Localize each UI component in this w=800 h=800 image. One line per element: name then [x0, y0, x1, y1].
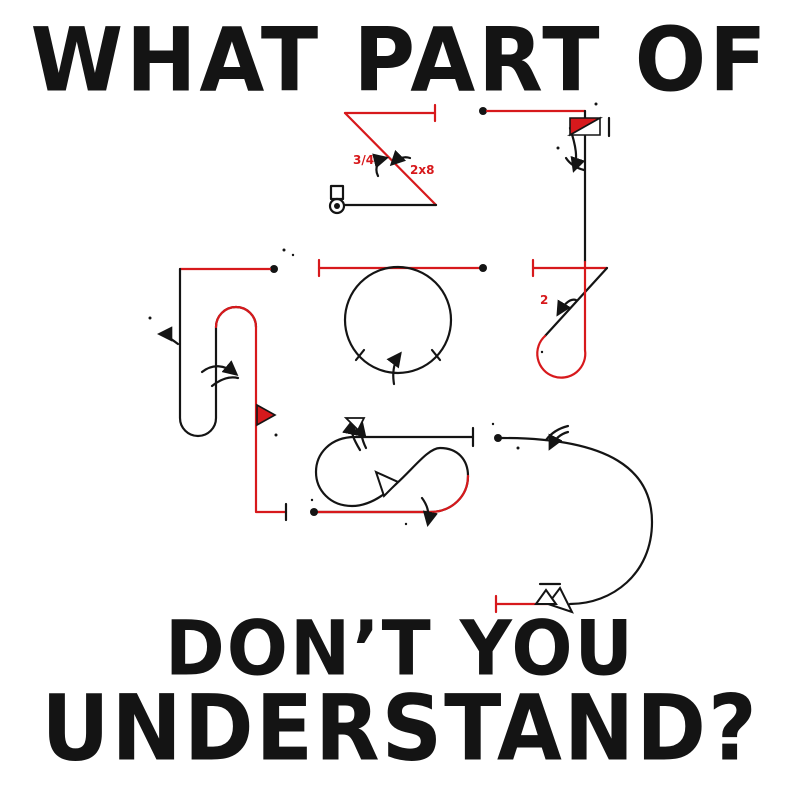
lumber-label: 2x8: [410, 163, 434, 177]
pennant-flag-icon: [566, 116, 604, 137]
scatter-dots: [148, 102, 598, 526]
circle-figure: [317, 258, 487, 386]
arc-figure: [494, 424, 654, 614]
pennant-flag-icon: [256, 403, 277, 427]
hook-icon: [328, 184, 346, 215]
hairpin-figure: [156, 265, 288, 522]
count-label: 2: [540, 293, 548, 307]
headline-bottom: UNDERSTAND?: [41, 675, 759, 781]
pulley-triangle-icon: [343, 417, 574, 614]
zigzag-figure: [328, 103, 438, 215]
figure-eight: [310, 418, 475, 528]
loop-two-figure: [531, 258, 609, 379]
headline-top: WHAT PART OF: [30, 8, 770, 112]
angle-label: 3/4: [353, 153, 374, 167]
headline-middle: DON’T YOU: [164, 603, 635, 693]
